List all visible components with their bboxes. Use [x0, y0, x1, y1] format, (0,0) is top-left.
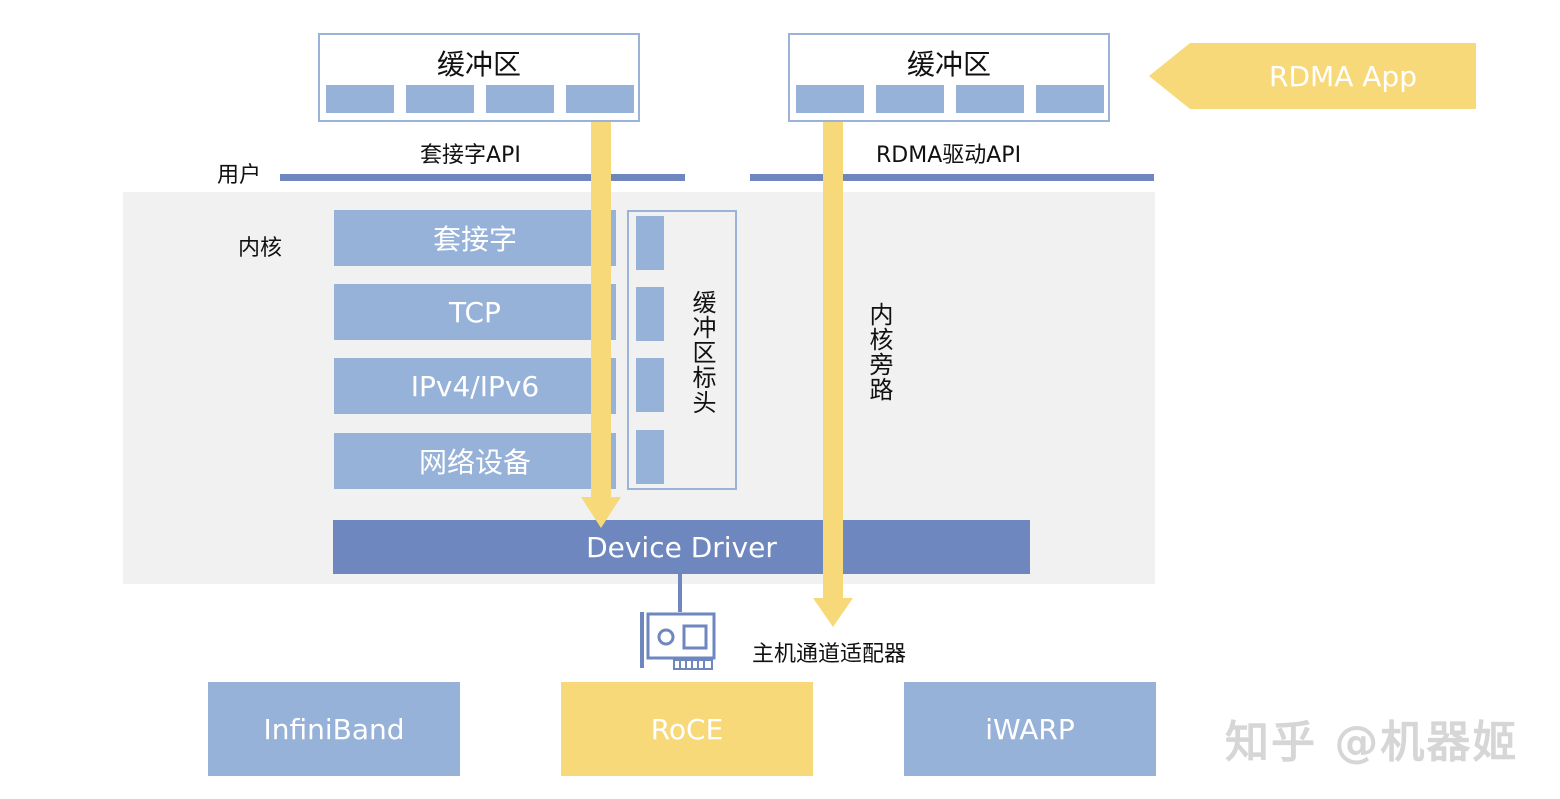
rdma-bypass-arrowhead: [813, 598, 853, 627]
device-driver-bar: Device Driver: [333, 520, 1030, 574]
socket-buffer-box: 缓冲区: [318, 33, 640, 122]
host-channel-adapter-label: 主机通道适配器: [752, 642, 907, 667]
socket-path-arrow-shaft: [591, 122, 611, 500]
rdma-driver-api-label: RDMA驱动API: [876, 143, 1022, 168]
buffer-header-cell: [636, 430, 664, 484]
buffer-cell: [406, 85, 474, 113]
tcp-layer: TCP: [334, 284, 616, 340]
socket-path-arrowhead: [581, 497, 621, 528]
buffer-header-label: 缓冲区标头: [688, 290, 716, 415]
buffer-cell: [486, 85, 554, 113]
buffer-header-box: [627, 210, 737, 490]
roce-box: RoCE: [561, 682, 813, 776]
buffer-cell: [566, 85, 634, 113]
infiniband-box: InfiniBand: [208, 682, 460, 776]
socket-buffer-title: 缓冲区: [436, 48, 521, 81]
rdma-buffer-title: 缓冲区: [906, 48, 991, 81]
kernel-label: 内核: [238, 236, 283, 261]
network-card-icon: [640, 612, 716, 670]
rdma-bypass-arrow-shaft: [823, 122, 843, 602]
buffer-cell: [956, 85, 1024, 113]
user-space-label: 用户: [217, 163, 262, 188]
buffer-cell: [876, 85, 944, 113]
driver-adapter-connector: [678, 574, 682, 612]
network-device-layer: 网络设备: [334, 433, 616, 489]
buffer-header-cell: [636, 358, 664, 412]
rdma-app-label: RDMA App: [1269, 59, 1417, 93]
watermark: 知乎 @机器姬: [1225, 717, 1519, 768]
socket-layer: 套接字: [334, 210, 616, 266]
buffer-cell: [1036, 85, 1104, 113]
iwarp-box: iWARP: [904, 682, 1156, 776]
socket-api-label: 套接字API: [420, 143, 521, 168]
rdma-buffer-box: 缓冲区: [788, 33, 1110, 122]
user-kernel-boundary-left: [280, 174, 685, 181]
buffer-cell: [796, 85, 864, 113]
buffer-cell: [326, 85, 394, 113]
buffer-header-cell: [636, 287, 664, 341]
user-kernel-boundary-right: [750, 174, 1154, 181]
kernel-bypass-label: 内核旁路: [865, 302, 893, 402]
rdma-app-arrow: [1149, 43, 1476, 109]
buffer-header-cell: [636, 216, 664, 270]
ip-layer: IPv4/IPv6: [334, 358, 616, 414]
